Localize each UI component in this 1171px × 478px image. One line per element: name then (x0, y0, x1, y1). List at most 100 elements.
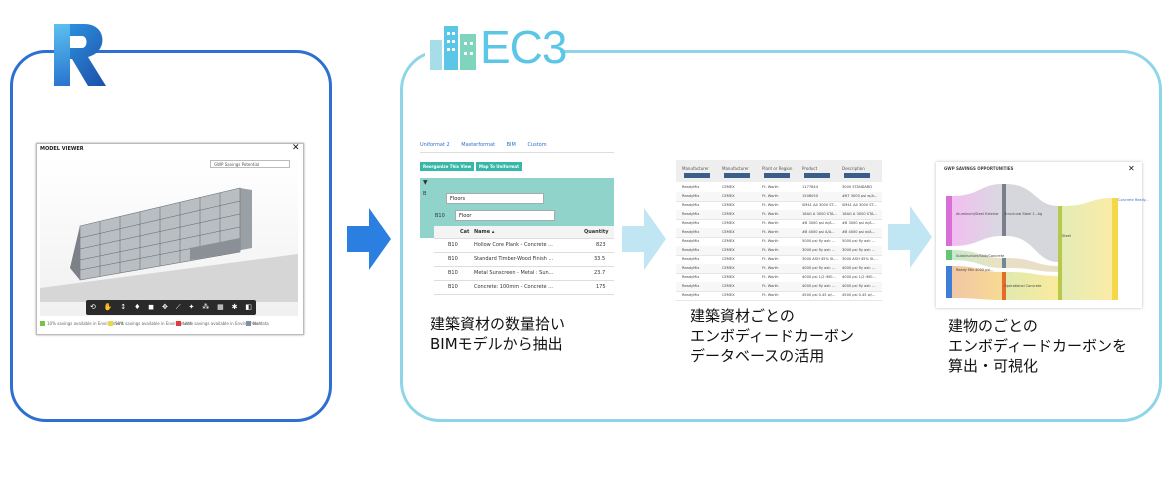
zoom-icon[interactable]: ↕ (120, 303, 127, 311)
classification-tabs: Uniformat 2 Masterformat BIM Custom (420, 142, 614, 156)
table-cell: CEMEX (722, 185, 735, 189)
sankey-label: Structural Steel 1...kg (1004, 212, 1043, 216)
legend-swatch-gray (246, 321, 251, 326)
table-cell: 4500 psi 0.45 w/... (802, 293, 836, 297)
settings-icon[interactable]: ✱ (231, 303, 238, 311)
gwp-filter-select[interactable]: GWP Savings Potential (210, 160, 290, 168)
column-header[interactable]: Name ▴ (474, 229, 495, 235)
reorganize-view-button[interactable]: Reorganize This View (420, 162, 475, 171)
close-icon[interactable]: ✕ (292, 143, 300, 153)
floors-select[interactable]: Floors (446, 193, 544, 204)
table-cell: #67 3000 psi w/A... (842, 194, 878, 198)
table-cell: #8 4000 psi w/A... (842, 230, 875, 234)
table-cell: 3000 STANDARD (842, 185, 873, 189)
table-cell: ReadyMix (682, 230, 700, 234)
filter-dropdown[interactable] (764, 173, 790, 178)
column-header[interactable]: Description (842, 166, 865, 171)
caption-line: 建築資材の数量拾い (430, 315, 566, 333)
table-cell: Ft. Worth (762, 248, 779, 252)
row-name: Metal Sunscreen - Metal : Sun... (474, 270, 554, 276)
floor-select[interactable]: Floor (455, 210, 555, 221)
tabs-divider (420, 152, 614, 153)
sankey-node (1002, 184, 1006, 236)
sankey-flow (952, 250, 1002, 268)
walk-icon[interactable]: ♦ (134, 303, 141, 311)
table-cell: SM41 A4 3000 ST... (842, 203, 877, 207)
filter-dropdown[interactable] (804, 173, 830, 178)
tab-uniformat2[interactable]: Uniformat 2 (420, 142, 450, 148)
flow-arrow-3 (888, 206, 932, 268)
table-cell: Ft. Worth (762, 284, 779, 288)
fullscreen-icon[interactable]: ◧ (245, 303, 252, 311)
explode-icon[interactable]: ✦ (188, 303, 195, 311)
caption-line: エンボディードカーボンを (948, 337, 1127, 355)
row-quantity: 33.5 (594, 256, 606, 262)
column-header[interactable]: Quantity (584, 229, 609, 235)
tab-masterformat[interactable]: Masterformat (461, 142, 496, 148)
table-cell: Ft. Worth (762, 212, 779, 216)
close-icon[interactable]: ✕ (1128, 164, 1135, 173)
sub-group-label: B10 (435, 213, 445, 219)
column-header[interactable]: Cat (460, 229, 470, 235)
collapse-icon[interactable]: ▼ (423, 179, 428, 186)
sankey-flow (952, 184, 1002, 246)
orbit-icon[interactable]: ⟲ (90, 303, 96, 311)
column-header[interactable]: Manufacturer (682, 166, 709, 171)
table-cell: ReadyMix (682, 239, 700, 243)
model-viewer-title: MODEL VIEWER (40, 146, 84, 152)
filter-dropdown[interactable] (724, 173, 750, 178)
table-cell: ReadyMix (682, 257, 700, 261)
table-row[interactable]: B10 Metal Sunscreen - Metal : Sun... 23.… (434, 267, 614, 281)
table-cell: CEMEX (722, 248, 735, 252)
row-name: Concrete: 100mm - Concrete ... (474, 284, 553, 290)
tab-custom[interactable]: Custom (527, 142, 547, 148)
table-cell: Ft. Worth (762, 185, 779, 189)
sankey-node (946, 266, 952, 298)
sankey-flow (1006, 258, 1058, 272)
camera-icon[interactable]: ◼ (148, 303, 155, 311)
table-cell: CEMEX (722, 275, 735, 279)
sankey-label: Operational Concrete (1004, 284, 1042, 288)
column-header[interactable]: Manufacturer (722, 166, 749, 171)
table-cell: Ft. Worth (762, 203, 779, 207)
legend-label: No data (253, 321, 269, 326)
column-header[interactable]: Product (802, 166, 818, 171)
column-header[interactable]: Plant or Region (762, 166, 793, 171)
table-cell: CEMEX (722, 257, 735, 261)
table-cell: SM41 A4 3000 ST... (802, 203, 837, 207)
legend-swatch-green (40, 321, 45, 326)
table-cell: Ft. Worth (762, 275, 779, 279)
quantity-grid-header: Cat Name ▴ Quantity (434, 226, 614, 239)
table-cell: 18AG A 3000 STA... (842, 212, 877, 216)
table-row[interactable]: B10 Standard Timber-Wood Finish ... 33.5 (434, 253, 614, 267)
row-quantity: 175 (596, 284, 606, 290)
caption-line: エンボディードカーボン (690, 327, 854, 345)
filter-dropdown[interactable] (844, 173, 870, 178)
tree-icon[interactable]: ⁂ (202, 303, 210, 311)
tab-bim[interactable]: BIM (506, 142, 516, 148)
flow-arrow-1 (347, 208, 391, 270)
table-cell: 4000 psi fly ash ... (802, 284, 836, 288)
map-to-uniformat-button[interactable]: Map To Uniformat (476, 162, 522, 171)
table-cell: ReadyMix (682, 212, 700, 216)
floor-select-value: Floor (459, 213, 472, 219)
pan-icon[interactable]: ✋ (103, 303, 113, 311)
sankey-diagram (946, 184, 1118, 300)
table-row[interactable]: B10 Hollow Core Plank - Concrete ... 823 (434, 239, 614, 253)
sankey-label: Aluminum/Steel Exterior (956, 212, 999, 216)
filter-dropdown[interactable] (684, 173, 710, 178)
properties-icon[interactable]: ▦ (217, 303, 224, 311)
section-icon[interactable]: ✥ (161, 303, 168, 311)
group-label: B (423, 191, 427, 197)
table-cell: ReadyMix (682, 275, 700, 279)
table-cell: Ft. Worth (762, 293, 779, 297)
measure-icon[interactable]: ⟋ (175, 303, 181, 311)
table-row[interactable]: B10 Concrete: 100mm - Concrete ... 175 (434, 281, 614, 295)
